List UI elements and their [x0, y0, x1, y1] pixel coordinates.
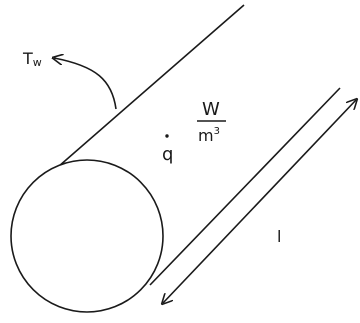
heat-generation-symbol: q	[162, 144, 173, 165]
cylinder-top-edge	[42, 4, 245, 181]
wall-temperature-subscript: w	[33, 56, 42, 69]
wall-temperature-symbol: T	[22, 49, 33, 68]
wall-temperature-label: Tw	[22, 49, 42, 69]
length-label: l	[277, 227, 281, 246]
cylinder-cross-section	[10, 159, 164, 313]
q-dot-accent	[165, 134, 169, 138]
cylinder-bottom-edge	[149, 87, 341, 286]
unit-numerator: W	[202, 99, 220, 120]
wall-temperature-arrow	[54, 58, 117, 110]
unit-denominator-base: m	[198, 126, 214, 145]
unit-denominator-exponent: 3	[214, 126, 220, 137]
length-double-arrow	[163, 100, 356, 303]
unit-denominator: m3	[198, 126, 220, 145]
